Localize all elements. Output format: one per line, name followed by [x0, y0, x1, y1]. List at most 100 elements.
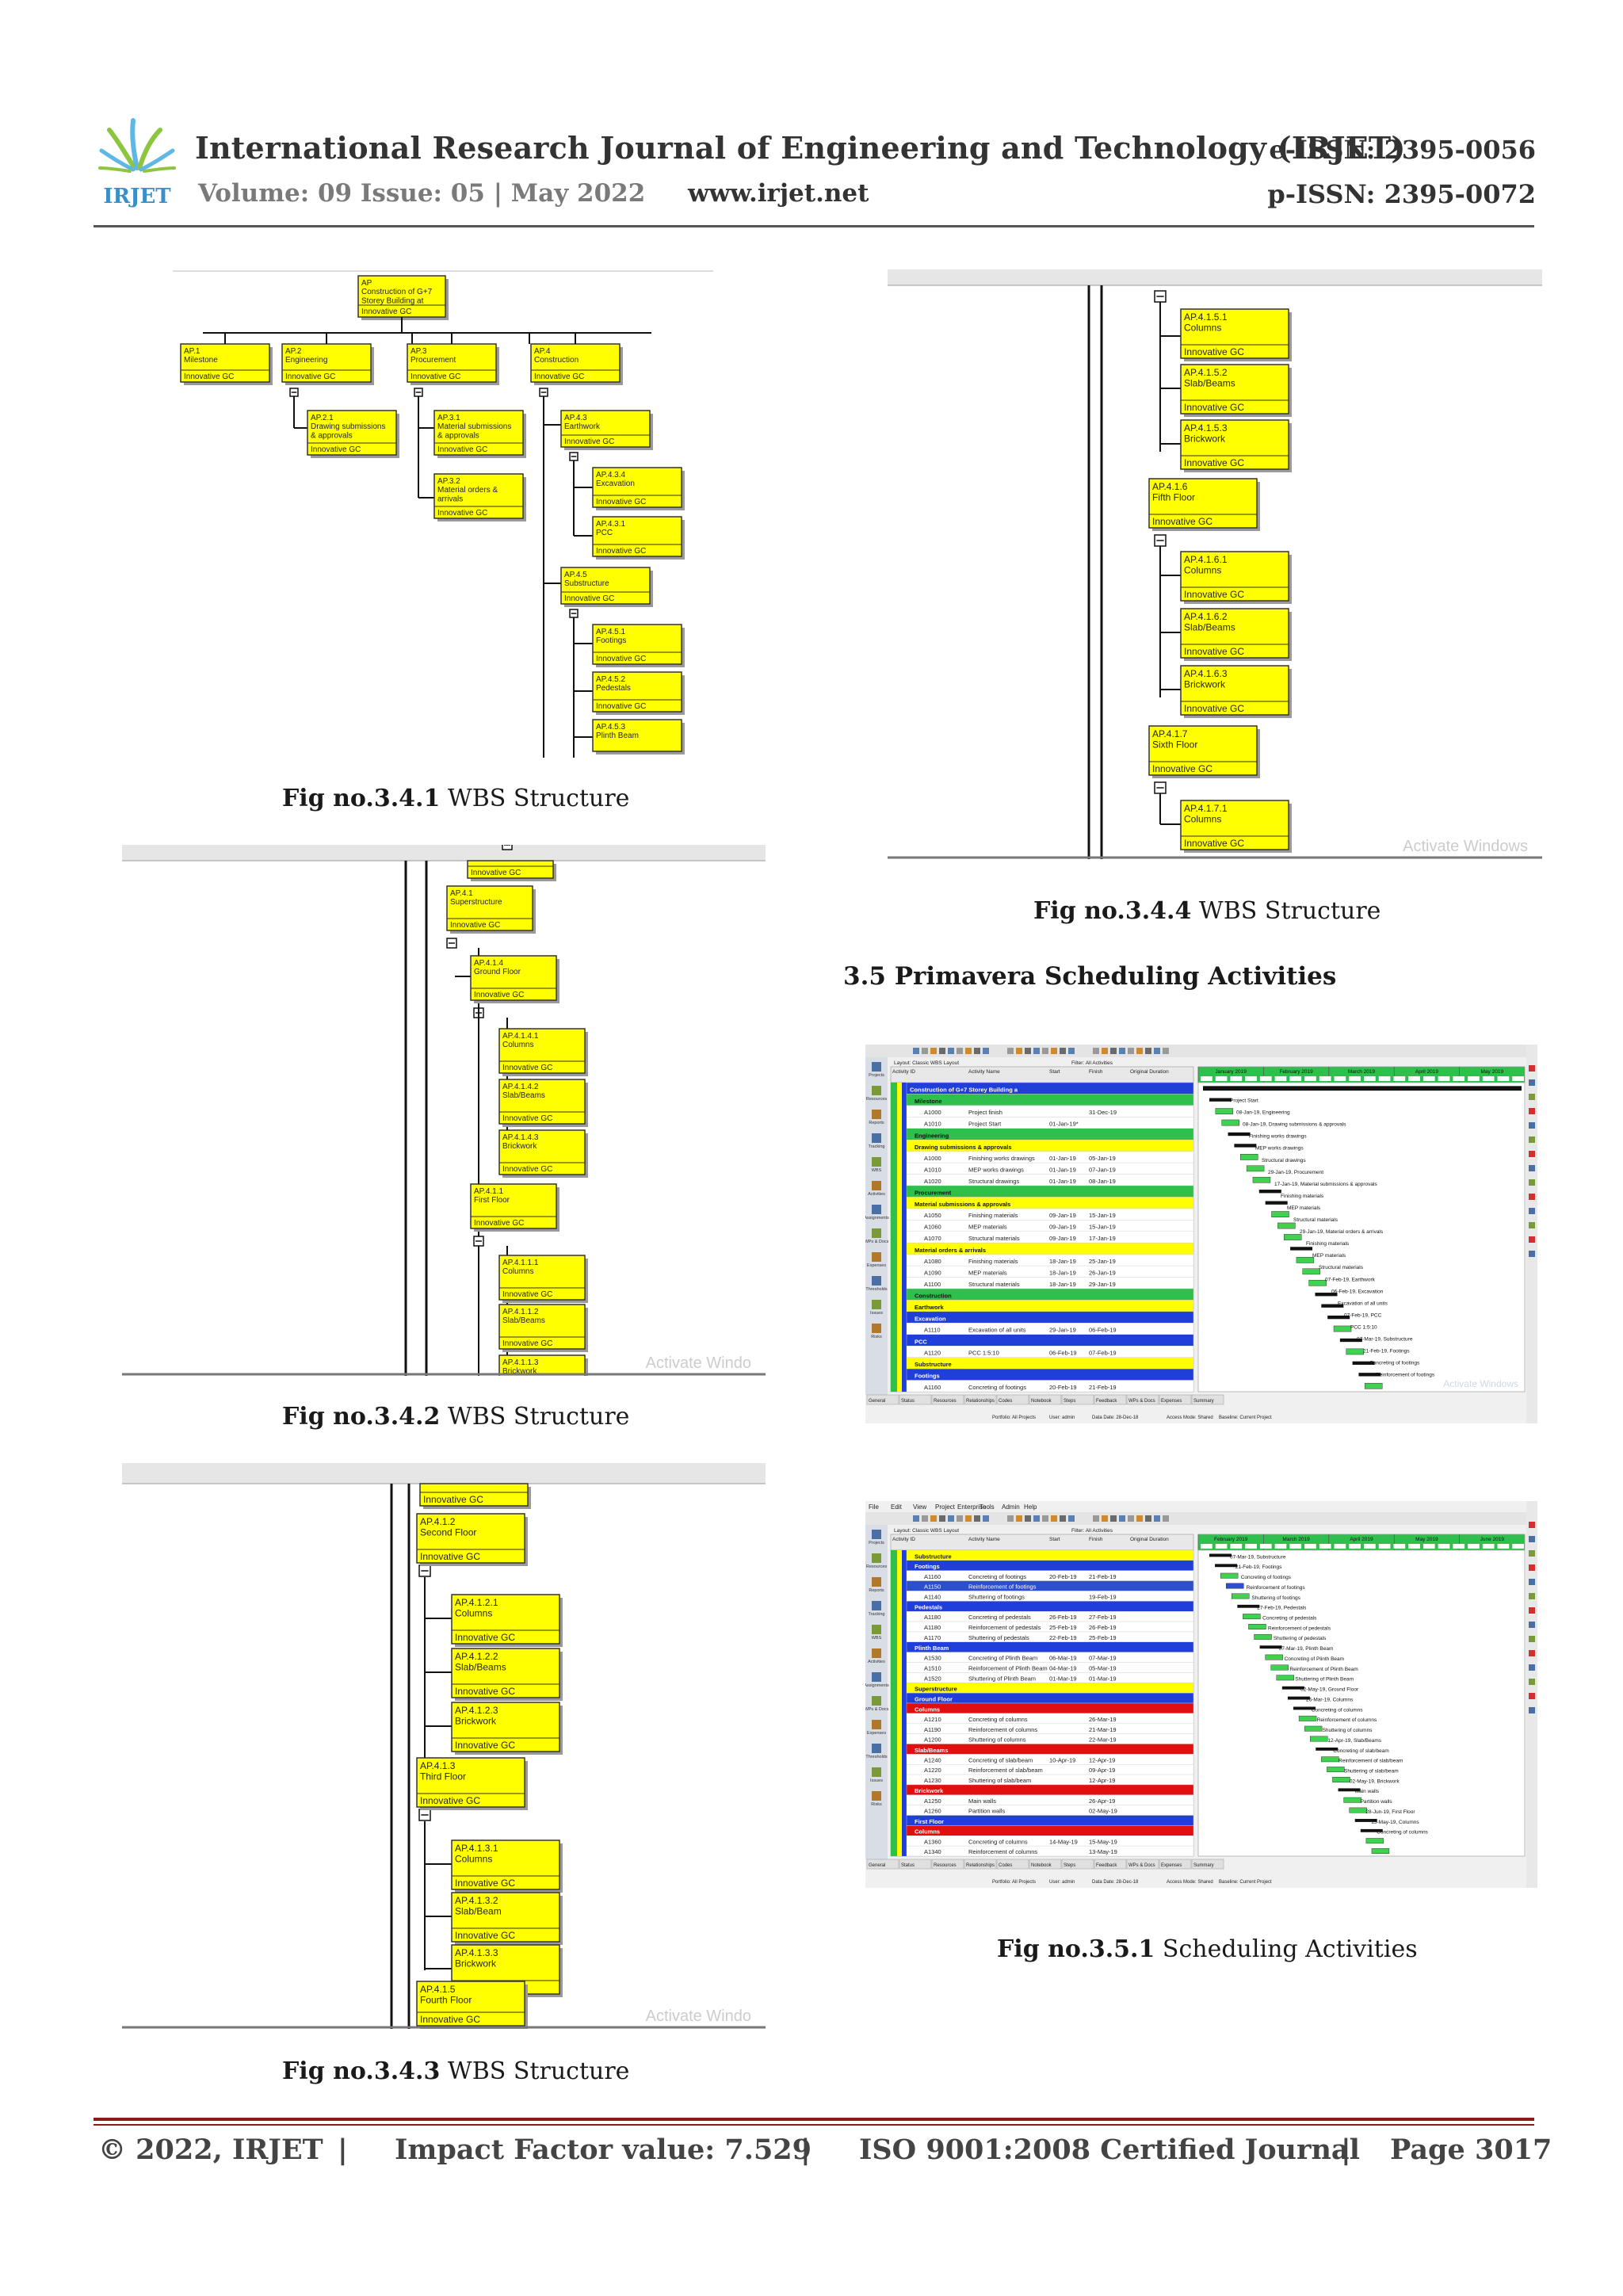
activity-start: 09-Jan-19	[1049, 1235, 1076, 1242]
table-row	[906, 1334, 1194, 1347]
sidebar-tool-label: Expenses	[867, 1263, 886, 1268]
activity-name: Concreting of pedestals	[968, 1614, 1031, 1621]
activate-windows-watermark: Activate Windo	[646, 1354, 751, 1372]
activity-name: MEP materials	[968, 1269, 1007, 1276]
wbs-box-owner: Innovative GC	[502, 1290, 552, 1299]
sidebar-tool-label: Risks	[871, 1335, 882, 1339]
gantt-bar-label: MEP works drawings	[1255, 1146, 1304, 1152]
gantt-bar-label: Concreting of Plinth Beam	[1285, 1656, 1345, 1662]
details-tab-label: Codes	[999, 1399, 1012, 1404]
caption-number: Fig no.3.4.1	[282, 785, 441, 812]
gantt-summary-bar	[1290, 1247, 1313, 1251]
wbs-box	[451, 1839, 560, 1890]
activity-id: A1060	[924, 1224, 941, 1231]
gantt-week-cell	[1364, 1544, 1376, 1549]
status-bar-text: Portfolio: All Projects	[992, 1880, 1036, 1885]
wbs-box-owner: Innovative GC	[420, 1551, 480, 1562]
sidebar-tool-icon	[872, 1300, 881, 1309]
wbs-box	[1148, 725, 1258, 776]
wbs-box-name: Columns	[1184, 564, 1221, 575]
activity-id: A1000	[924, 1109, 941, 1116]
sidebar-tool-label: WBS	[872, 1168, 882, 1173]
toolbar-icon	[1110, 1515, 1117, 1522]
gantt-week-cell	[1304, 1544, 1316, 1549]
gantt-week-cell	[1259, 1076, 1272, 1081]
gantt-summary-bar	[1258, 1190, 1281, 1194]
sidebar-tool-icon	[872, 1720, 881, 1729]
activity-id: A1200	[924, 1736, 941, 1744]
gantt-week-cell	[1512, 1544, 1524, 1549]
journal-website[interactable]: www.irjet.net	[688, 179, 869, 208]
right-tool-icon	[1529, 1208, 1535, 1214]
gantt-week-cell	[1378, 1544, 1391, 1549]
gantt-summary-bar	[1315, 1293, 1338, 1297]
gantt-week-cell	[1512, 1076, 1524, 1081]
wbs-box	[307, 410, 397, 456]
gantt-bar-label: Reinforcement of columns	[1317, 1717, 1377, 1723]
gantt-activity-bar	[1221, 1119, 1239, 1126]
details-tab	[1094, 1859, 1127, 1870]
gantt-week-cell	[1319, 1544, 1331, 1549]
gantt-bar-label: Shuttering of Plinth Beam	[1295, 1677, 1354, 1683]
wbs-box-name: Footings	[596, 636, 626, 645]
menu-item: Tools	[980, 1503, 995, 1511]
wbs-box-name: Procurement	[411, 356, 456, 365]
sidebar-tool-icon	[872, 1133, 881, 1143]
sidebar-tool-icon	[872, 1062, 881, 1072]
wbs-box	[498, 1028, 586, 1074]
gantt-bar-label: Finishing materials	[1281, 1194, 1324, 1199]
details-tab	[1191, 1394, 1224, 1405]
gantt-summary-bar	[1316, 1747, 1338, 1751]
gantt-bar-label: 12-Apr-19, Slab/Beams	[1327, 1738, 1381, 1744]
caption-3-4-1: Fig no.3.4.1 WBS Structure	[282, 785, 629, 812]
details-tab-label: Expenses	[1161, 1399, 1182, 1404]
details-tab-label: Summary	[1193, 1863, 1214, 1868]
gantt-bar-label: MEP materials	[1312, 1253, 1346, 1259]
table-row	[906, 1300, 1194, 1312]
details-tab-label: Notebook	[1031, 1399, 1052, 1404]
menu-item: Help	[1024, 1503, 1037, 1511]
wbs-box-id: AP.4.5	[564, 571, 587, 579]
wbs-box-id: AP.4.1.4.1	[502, 1032, 539, 1041]
gantt-week-cell	[1438, 1076, 1450, 1081]
activity-id: A1170	[924, 1634, 941, 1641]
activity-name: MEP works drawings	[968, 1166, 1024, 1173]
sidebar-tool-icon	[872, 1767, 881, 1777]
toolbar-icon	[1163, 1048, 1169, 1054]
wbs-box-name: Construction	[534, 356, 579, 365]
sidebar-tool-label: Resources	[866, 1097, 888, 1102]
caption-label: WBS Structure	[1198, 897, 1381, 925]
gantt-month-label: February 2019	[1279, 1069, 1313, 1075]
table-row	[906, 1733, 1194, 1744]
wbs-box-id: AP.4.1.3	[420, 1760, 456, 1771]
footer-separator: |	[1341, 2134, 1351, 2166]
gantt-activity-bar	[1302, 1268, 1320, 1275]
wbs-box-owner: Innovative GC	[596, 655, 646, 663]
gantt-month-label: March 2019	[1348, 1069, 1376, 1075]
activity-id: A1160	[924, 1573, 941, 1580]
wbs-box	[498, 1129, 586, 1175]
activity-start: 18-Jan-19	[1049, 1281, 1076, 1288]
details-tab	[866, 1859, 899, 1870]
wbs-box-name: Brickwork	[1184, 433, 1226, 444]
gantt-week-cell	[1408, 1076, 1420, 1081]
wbs-box-owner: Innovative GC	[411, 372, 460, 381]
gantt-month-label: April 2019	[1350, 1537, 1373, 1542]
gantt-week-cell	[1274, 1076, 1287, 1081]
gantt-bar-label: Concreting of slab/beam	[1333, 1748, 1388, 1754]
activity-name: MEP materials	[968, 1224, 1007, 1231]
wbs-row-label: Construction	[915, 1293, 952, 1300]
wbs-box-id: AP.4.1.5.3	[1184, 422, 1228, 434]
toolbar-icon	[1060, 1515, 1066, 1522]
right-tool-icon	[1529, 1122, 1535, 1129]
right-tool-icon	[1529, 1579, 1535, 1585]
wbs-row-label: Material orders & arrivals	[915, 1247, 986, 1254]
sidebar-tool-icon	[872, 1553, 881, 1563]
wbs-box-owner: Innovative GC	[534, 372, 584, 381]
right-tool-icon	[1529, 1564, 1535, 1571]
right-tool-icon	[1529, 1693, 1535, 1699]
wbs-box-name: Brickwork	[455, 1958, 497, 1969]
wbs-row-label: Ground Floor	[915, 1695, 953, 1702]
wbs-box-owner: Innovative GC	[502, 1165, 552, 1174]
wbs-box-name: Slab/Beams	[1184, 377, 1235, 388]
